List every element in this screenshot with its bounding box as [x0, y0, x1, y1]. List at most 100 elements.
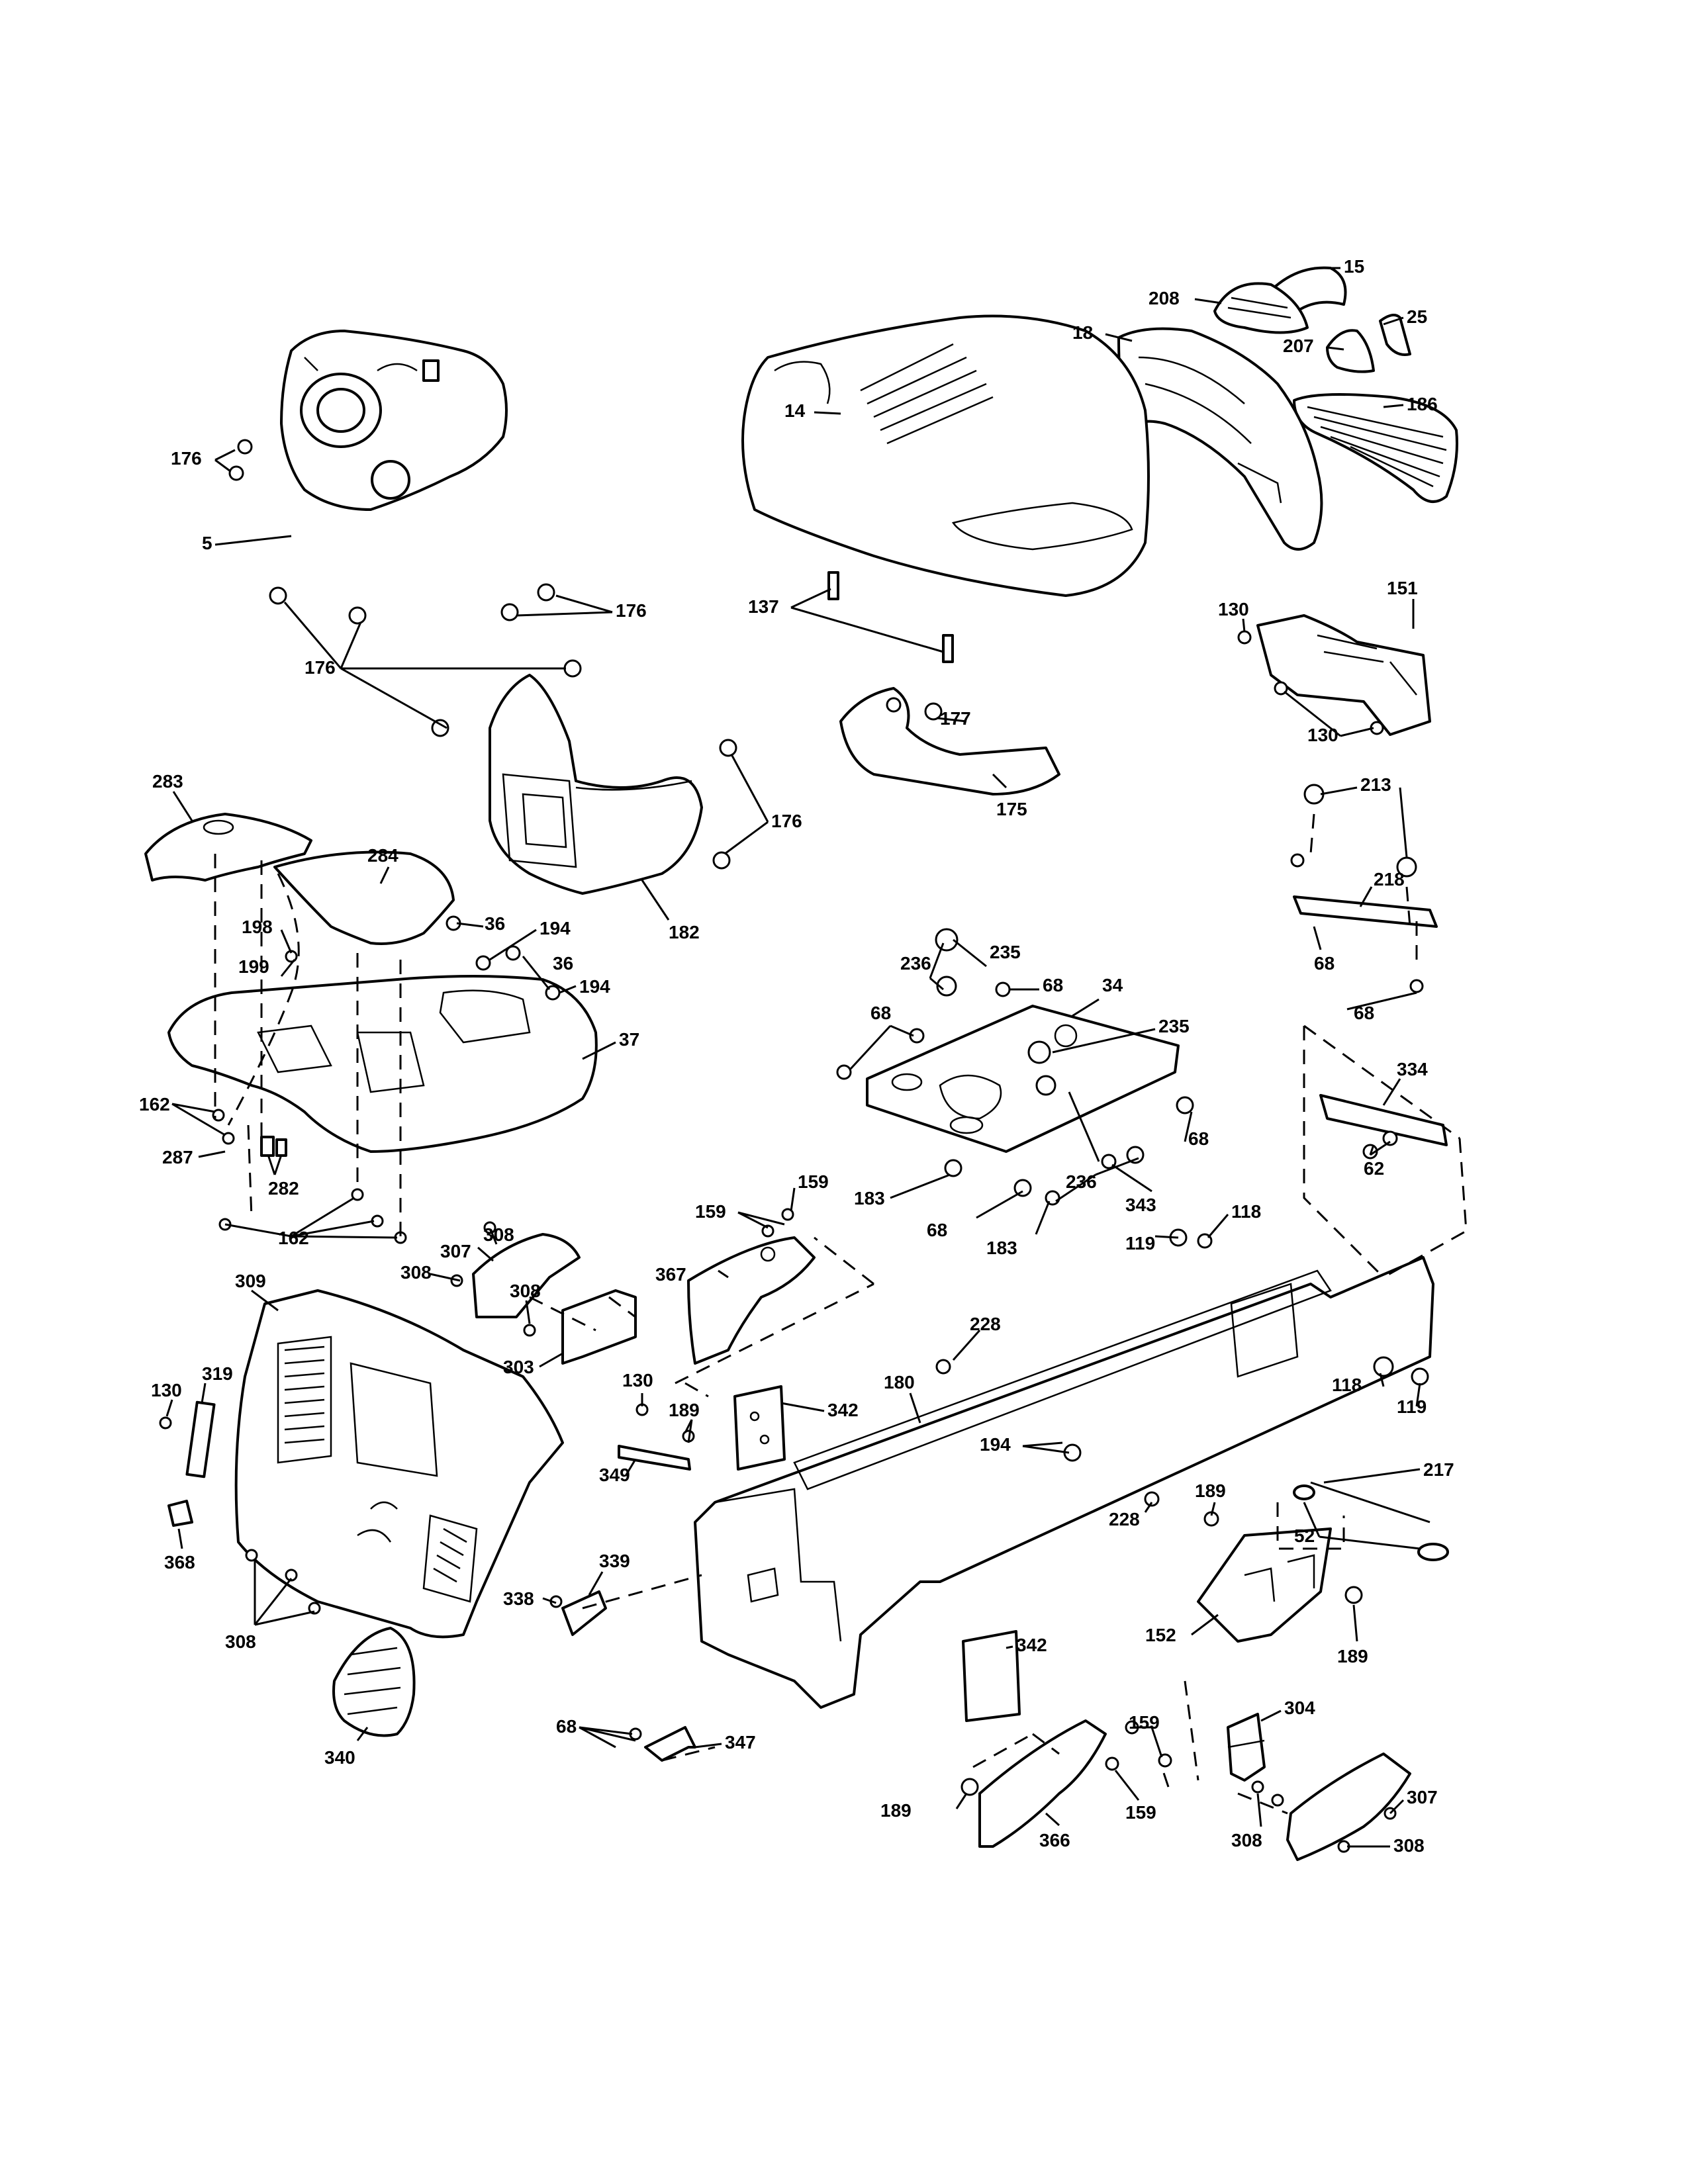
callout-176: 176 — [305, 657, 336, 678]
callout-68: 68 — [556, 1716, 577, 1737]
callout-194: 194 — [980, 1434, 1011, 1455]
callout-309: 309 — [235, 1271, 266, 1291]
callout-14: 14 — [784, 400, 806, 421]
callout-118: 118 — [1231, 1201, 1261, 1222]
callout-189: 189 — [669, 1400, 700, 1420]
assembly-lines — [214, 813, 1468, 1815]
part-bracket-347 — [644, 1726, 696, 1762]
callout-194: 194 — [579, 976, 610, 997]
part-shield-307 — [472, 1233, 581, 1318]
callout-308: 308 — [1393, 1835, 1425, 1856]
callout-307: 307 — [440, 1241, 471, 1261]
part-bracket-303 — [561, 1289, 637, 1365]
callout-366: 366 — [1039, 1830, 1070, 1850]
callout-36: 36 — [485, 913, 505, 934]
leader-lines — [165, 267, 1421, 1848]
callout-119: 119 — [1125, 1233, 1155, 1253]
callout-334: 334 — [1397, 1059, 1428, 1079]
part-pad — [827, 571, 954, 663]
part-bracket-175 — [839, 687, 1060, 796]
callout-282: 282 — [268, 1178, 299, 1199]
callout-52: 52 — [1294, 1525, 1315, 1546]
part-fender-cover — [144, 813, 312, 882]
part-bracket-304 — [1227, 1713, 1266, 1782]
callout-5: 5 — [202, 533, 212, 553]
callout-217: 217 — [1423, 1459, 1454, 1480]
callout-152: 152 — [1145, 1625, 1176, 1645]
part-lower-dash — [489, 674, 703, 895]
part-plate-34 — [866, 1005, 1180, 1153]
part-plate-342 — [733, 1385, 786, 1471]
callout-130: 130 — [151, 1380, 182, 1400]
callout-159: 159 — [695, 1201, 726, 1222]
callout-218: 218 — [1374, 869, 1405, 889]
part-bracket-339 — [561, 1590, 607, 1636]
callout-304: 304 — [1284, 1698, 1315, 1718]
callout-118: 118 — [1332, 1375, 1362, 1395]
callout-68: 68 — [927, 1220, 947, 1240]
callout-68: 68 — [1043, 975, 1063, 995]
callout-303: 303 — [503, 1357, 534, 1377]
callout-342: 342 — [1016, 1635, 1047, 1655]
callout-176: 176 — [616, 600, 647, 621]
part-plate-367 — [687, 1236, 816, 1365]
callout-235: 235 — [990, 942, 1021, 962]
callout-235: 235 — [1158, 1016, 1190, 1036]
callout-198: 198 — [242, 917, 273, 937]
callout-213: 213 — [1360, 774, 1391, 795]
callout-36: 36 — [553, 953, 573, 974]
part-plate-342-lower — [962, 1630, 1021, 1722]
callout-284: 284 — [367, 845, 399, 866]
callout-342: 342 — [827, 1400, 859, 1420]
callout-319: 319 — [202, 1363, 233, 1384]
callout-labels: 15 208 25 18 207 186 14 176 5 176 137 13… — [139, 256, 1454, 1856]
callout-68: 68 — [1314, 953, 1335, 974]
callout-349: 349 — [599, 1465, 630, 1485]
part-clip — [260, 1136, 287, 1157]
callout-228: 228 — [970, 1314, 1001, 1334]
part-bracket-334 — [1319, 1094, 1448, 1146]
part-bar-349 — [618, 1445, 691, 1471]
callout-368: 368 — [164, 1552, 195, 1572]
part-shield-307-lower — [1286, 1752, 1411, 1861]
callout-176: 176 — [771, 811, 802, 831]
callout-68: 68 — [870, 1003, 891, 1023]
part-tag-368 — [167, 1500, 193, 1527]
callout-162: 162 — [278, 1228, 309, 1248]
callout-68: 68 — [1188, 1128, 1209, 1149]
part-strip-319 — [185, 1400, 216, 1479]
part-main-fender — [167, 975, 598, 1153]
callout-177: 177 — [940, 708, 971, 729]
part-seat-pan — [273, 850, 455, 945]
callout-130: 130 — [1307, 725, 1338, 745]
callout-194: 194 — [539, 918, 571, 938]
callout-182: 182 — [669, 922, 700, 942]
callout-183: 183 — [986, 1238, 1017, 1258]
callout-343: 343 — [1125, 1195, 1156, 1215]
callout-183: 183 — [854, 1188, 885, 1208]
callout-208: 208 — [1149, 288, 1180, 308]
callout-175: 175 — [996, 799, 1027, 819]
part-bushing-52 — [1293, 1484, 1449, 1561]
part-grille — [1293, 393, 1458, 503]
callout-340: 340 — [324, 1747, 355, 1768]
callout-130: 130 — [1218, 599, 1249, 619]
callout-176: 176 — [171, 448, 202, 469]
callout-37: 37 — [619, 1029, 639, 1050]
part-front-bezel — [1117, 327, 1323, 551]
callout-228: 228 — [1109, 1509, 1140, 1529]
callout-207: 207 — [1283, 336, 1314, 356]
callout-283: 283 — [152, 771, 183, 792]
part-plate-218 — [1293, 895, 1438, 928]
callout-151: 151 — [1387, 578, 1418, 598]
callout-130: 130 — [622, 1370, 653, 1390]
callout-189: 189 — [1195, 1480, 1226, 1501]
callout-287: 287 — [162, 1147, 193, 1167]
callout-137: 137 — [748, 596, 779, 617]
callout-186: 186 — [1407, 394, 1438, 414]
callout-189: 189 — [1337, 1646, 1368, 1666]
callout-308: 308 — [225, 1631, 256, 1652]
callout-68: 68 — [1354, 1003, 1374, 1023]
callout-236: 236 — [900, 953, 931, 974]
part-dash-panel — [280, 330, 508, 511]
